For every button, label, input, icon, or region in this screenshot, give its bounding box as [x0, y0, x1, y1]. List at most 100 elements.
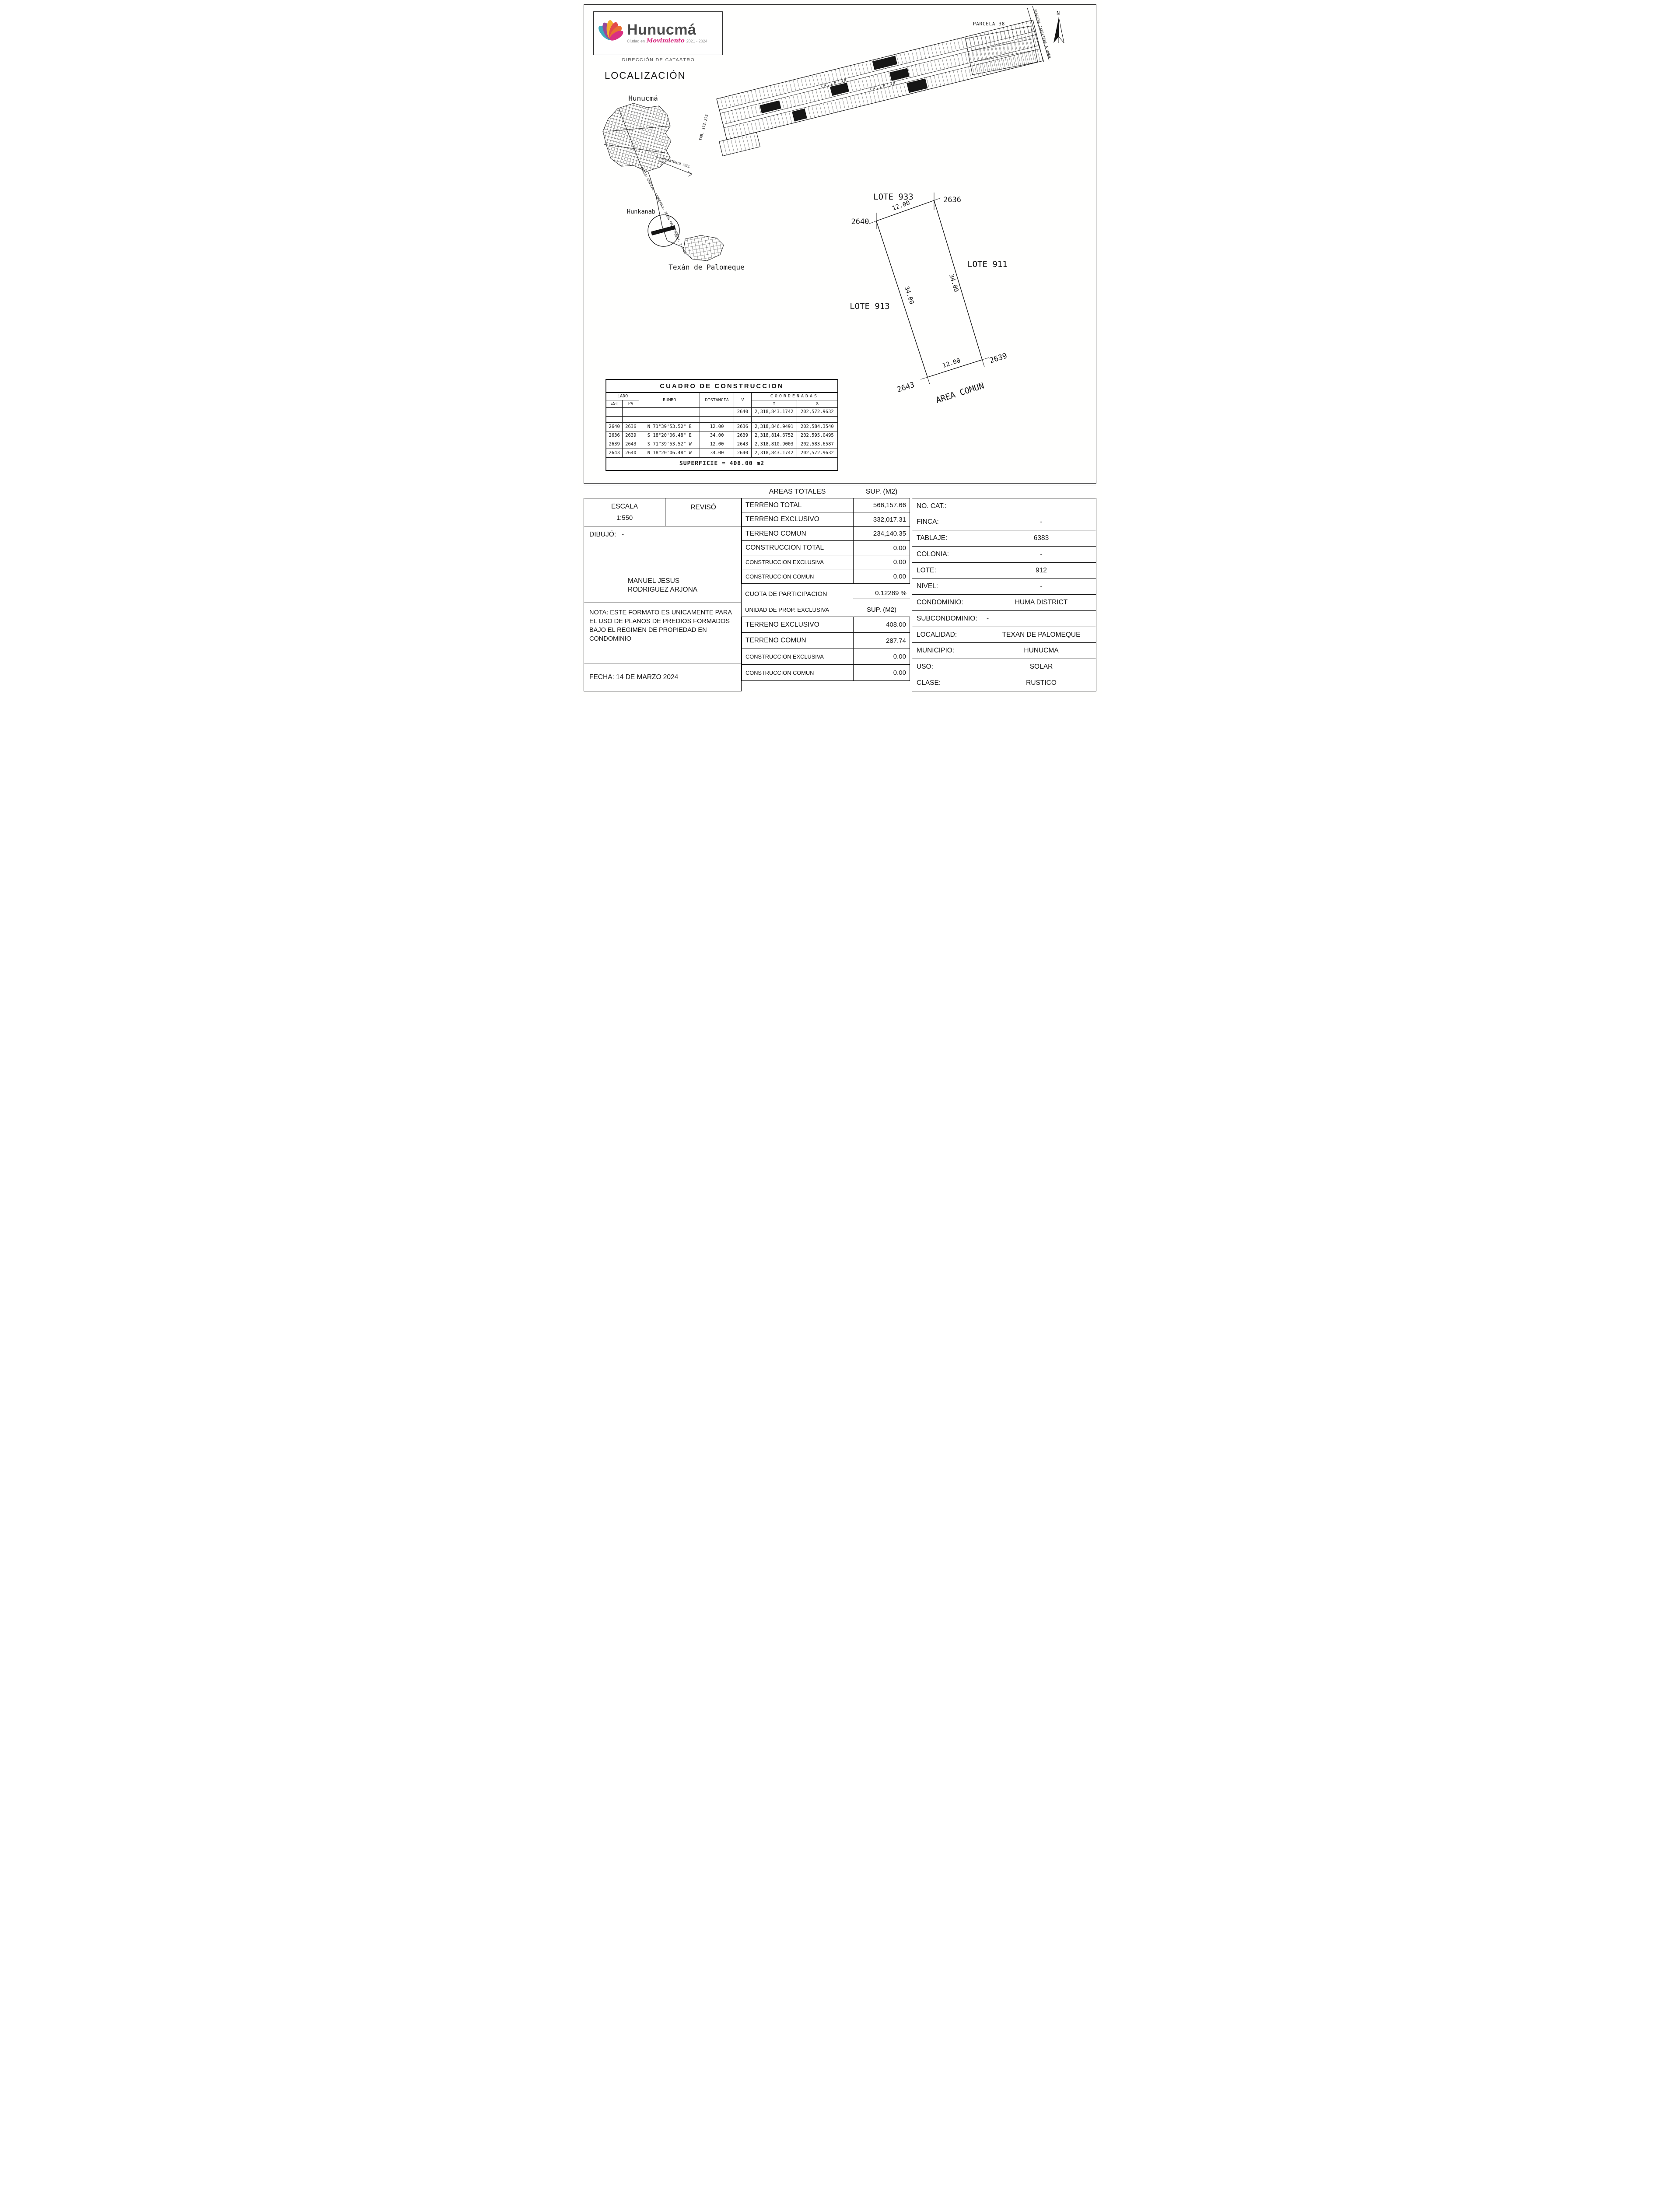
reviso-cell: REVISÓ — [690, 503, 716, 511]
total-row: CONSTRUCCION EXCLUSIVA 0.00 — [742, 554, 910, 570]
parcela-38-label: PARCELA 38 — [973, 21, 1005, 27]
cell-v: 2640 — [733, 407, 752, 417]
cell-x: 202,583.6587 — [796, 439, 838, 449]
property-label: USO: — [917, 663, 933, 671]
drafter-line-1: MANUEL JESUS — [627, 577, 680, 585]
total-label: TERRENO COMUN — [742, 526, 854, 541]
superficie-row: SUPERFICIE = 408.00 m2 — [606, 457, 838, 471]
table-row: 2640 2,318,843.1742 202,572.9632 — [606, 407, 838, 417]
town-label: Hunucmá — [628, 94, 658, 102]
property-row: CLASE: RUSTICO — [912, 674, 1096, 691]
unidad-label: TERRENO COMUN — [742, 633, 854, 649]
logo-subtitle-pre: Ciudad en — [627, 39, 645, 44]
total-value: 0.00 — [893, 544, 906, 552]
total-label: CONSTRUCCION TOTAL — [742, 541, 854, 555]
cell-distancia: 34.00 — [700, 448, 734, 458]
total-value: 0.00 — [893, 572, 906, 580]
cell-distancia: 12.00 — [700, 439, 734, 449]
plan-drawing: N — [602, 6, 1064, 405]
header-y: Y — [751, 400, 797, 408]
cuadro-title: CUADRO DE CONSTRUCCION — [606, 379, 838, 393]
total-row: CONSTRUCCION TOTAL 0.00 — [742, 540, 910, 555]
table-row: 2643 2640 N 18°20'06.48" W 34.00 2640 2,… — [606, 448, 838, 458]
unidad-label: CONSTRUCCION EXCLUSIVA — [742, 649, 854, 665]
header-pv: PV — [622, 400, 640, 408]
cadastral-sheet: Hunucmá Ciudad en Movimiento 2021 - 2024… — [578, 0, 1102, 697]
property-row: LOCALIDAD: TEXAN DE PALOMEQUE — [912, 626, 1096, 643]
cell-v: 2643 — [733, 439, 752, 449]
unidad-row: CONSTRUCCION EXCLUSIVA 0.00 — [742, 648, 910, 665]
cell-y: 2,318,846.9491 — [751, 422, 797, 431]
unidad-header-label: UNIDAD DE PROP. EXCLUSIVA — [745, 606, 830, 613]
vertex-2643-label: 2643 — [896, 380, 916, 394]
escala-value: 1:550 — [616, 514, 633, 522]
fecha-cell: FECHA: 14 DE MARZO 2024 — [584, 663, 742, 691]
texan-town-area — [683, 235, 724, 261]
dibujo-cell: DIBUJÓ: - MANUEL JESUS RODRIGUEZ ARJONA — [584, 526, 742, 603]
property-row: NO. CAT.: — [912, 498, 1096, 515]
cell-rumbo: N 71°39'53.52" E — [639, 422, 700, 431]
cell-pv: 2640 — [622, 448, 640, 458]
property-label: SUBCONDOMINIO: — [917, 614, 977, 622]
logo-subtitle-script: Movimiento — [647, 38, 685, 45]
cell-pv — [622, 407, 640, 417]
cuota-label: CUOTA DE PARTICIPACION — [745, 591, 827, 598]
cell-x: 202,584.3540 — [796, 422, 838, 431]
cuota-value: 0.12289 % — [853, 589, 910, 599]
title-block-right: NO. CAT.: FINCA: - TABLAJE: 6383 COLONIA… — [912, 498, 1096, 691]
property-value: 6383 — [1033, 534, 1049, 542]
property-value: RUSTICO — [1026, 679, 1057, 687]
hunucma-flame-icon — [598, 20, 623, 41]
cell-x: 202,572.9632 — [796, 448, 838, 458]
property-value: TEXAN DE PALOMEQUE — [1002, 631, 1081, 638]
property-row: COLONIA: - — [912, 546, 1096, 563]
header-x: X — [796, 400, 838, 408]
logo-title: Hunucmá — [627, 21, 696, 38]
total-value: 234,140.35 — [873, 530, 906, 537]
property-label: MUNICIPIO: — [917, 647, 955, 655]
drafter-line-2: RODRIGUEZ ARJONA — [627, 586, 698, 593]
property-label: NO. CAT.: — [917, 502, 947, 510]
superficie-value: SUPERFICIE = 408.00 m2 — [606, 457, 838, 471]
logo-text: Hunucmá Ciudad en Movimiento 2021 - 2024 — [627, 21, 707, 44]
property-value: 912 — [1036, 566, 1047, 574]
table-row: 2639 2643 S 71°39'53.52" W 12.00 2643 2,… — [606, 439, 838, 449]
cell-est: 2636 — [606, 431, 623, 440]
property-row: NIVEL: - — [912, 578, 1096, 595]
unidad-row: TERRENO EXCLUSIVO 408.00 — [742, 616, 910, 633]
cell-est: 2640 — [606, 422, 623, 431]
property-value: - — [1040, 550, 1043, 558]
table-row: 2636 2639 S 18°20'06.48" E 34.00 2639 2,… — [606, 431, 838, 440]
cuota-row: CUOTA DE PARTICIPACION 0.12289 % — [742, 586, 910, 602]
property-row: CONDOMINIO: HUMA DISTRICT — [912, 594, 1096, 611]
property-value: SOLAR — [1029, 663, 1053, 671]
logo-subtitle: Ciudad en Movimiento 2021 - 2024 — [627, 38, 707, 44]
hunucma-logo: Hunucmá Ciudad en Movimiento 2021 - 2024 — [593, 11, 723, 55]
cell-pv: 2639 — [622, 431, 640, 440]
road-to-texan — [648, 172, 685, 248]
subdivision-plan: CALLEJON CALLEJON PARCELA 38 HUNUCMA CAR… — [699, 6, 1052, 157]
texan-label: Texán de Palomeque — [668, 263, 744, 271]
unidad-row: TERRENO COMUN 287.74 — [742, 632, 910, 649]
total-row: TERRENO COMUN 234,140.35 — [742, 526, 910, 541]
total-row: CONSTRUCCION COMUN 0.00 — [742, 569, 910, 584]
property-label: LOTE: — [917, 566, 936, 574]
total-value: 566,157.66 — [873, 501, 906, 509]
construction-table: CUADRO DE CONSTRUCCION LADO RUMBO DISTAN… — [606, 379, 838, 471]
cell-y: 2,318,814.6752 — [751, 431, 797, 440]
unidad-value: 287.74 — [886, 637, 906, 645]
unidad-row: CONSTRUCCION COMUN 0.00 — [742, 664, 910, 681]
dim-left-label: 34.00 — [903, 285, 915, 305]
hunkanab-circle — [648, 214, 680, 247]
escala-cell: ESCALA 1:550 — [584, 498, 665, 526]
property-row: MUNICIPIO: HUNUCMA — [912, 642, 1096, 659]
cell-x: 202,595.0495 — [796, 431, 838, 440]
escala-label: ESCALA — [611, 503, 638, 510]
property-value: - — [1040, 582, 1043, 590]
vertex-2639-label: 2639 — [988, 351, 1008, 365]
cell-y: 2,318,843.1742 — [751, 448, 797, 458]
unidad-label: TERRENO EXCLUSIVO — [742, 617, 854, 633]
total-label: TERRENO EXCLUSIVO — [742, 512, 854, 526]
unidad-value: 0.00 — [893, 653, 906, 660]
cell-est: 2639 — [606, 439, 623, 449]
